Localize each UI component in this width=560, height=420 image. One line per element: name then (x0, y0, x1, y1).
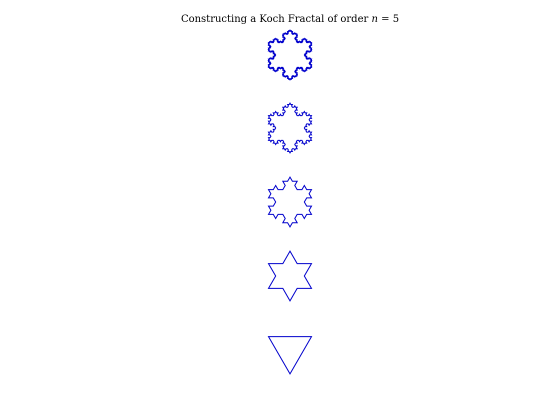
title-variable: n (371, 14, 378, 25)
koch-stage-3 (267, 102, 313, 154)
figure-title: Constructing a Koch Fractal of order n =… (0, 14, 560, 25)
title-equals: = (381, 14, 390, 25)
title-prefix: Constructing a Koch Fractal of order (180, 14, 369, 25)
koch-stage-1 (267, 250, 313, 302)
title-value: 5 (392, 14, 400, 25)
koch-stage-2 (267, 176, 313, 228)
koch-stage-0 (267, 336, 313, 375)
koch-stage-4 (267, 29, 313, 81)
